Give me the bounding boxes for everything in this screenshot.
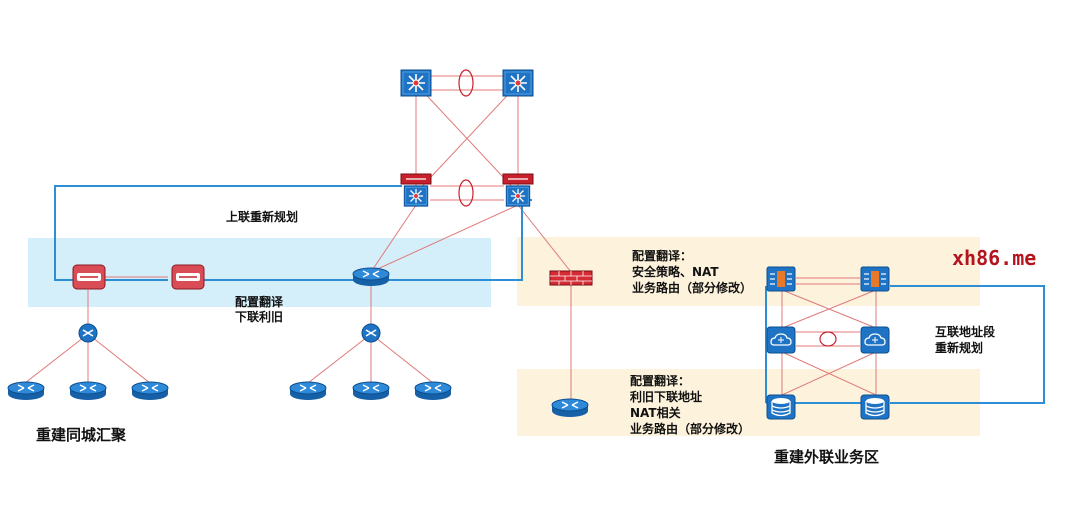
core-switch-icon [400,69,432,97]
router-icon [352,267,390,287]
cloud-switch-icon [860,326,890,354]
server-firewall-icon [860,266,890,292]
router-icon [414,381,452,401]
config-translate-right-top-line-3: 业务路由（部分修改） [632,281,753,295]
storage-icon [766,394,796,420]
stack-link-oval-middle [458,179,474,207]
core-switch-icon [502,69,534,97]
router-icon [289,381,327,401]
server-firewall-icon [766,266,796,292]
core-switch-icon [505,185,531,207]
interconnect-line-2: 重新规划 [935,341,984,355]
config-translate-right-bottom-line-1: 配置翻译： [630,374,691,388]
hub-icon [78,323,98,343]
watermark: xh86.me [952,246,1037,270]
config-translate-right-bottom-line-4: 业务路由（部分修改） [630,422,751,436]
stack-link-oval-right [819,331,837,347]
interconnect-line-1: 互联地址段 [935,325,996,339]
firewall-module-icon [400,173,432,185]
rebuild-metro-title: 重建同城汇聚 [36,426,127,444]
firewall-module-icon [502,173,534,185]
red-links [24,75,877,400]
core-switch-icon [403,185,429,207]
stack-link-oval-top [458,69,474,97]
router-icon [131,381,169,401]
aggregation-router-icon [72,264,106,290]
config-translate-left-line-2: 下联利旧 [235,310,284,324]
router-icon [7,381,45,401]
rebuild-external-title: 重建外联业务区 [774,448,880,466]
config-translate-right-top-line-2: 安全策略、NAT [632,265,719,279]
storage-icon [860,394,890,420]
uplink-replan-label: 上联重新规划 [226,210,299,224]
config-translate-right-top-line-1: 配置翻译： [632,249,693,263]
router-icon [352,381,390,401]
router-icon [69,381,107,401]
config-translate-right-bottom-line-3: NAT相关 [630,406,681,420]
config-translate-right-bottom-line-2: 利旧下联地址 [630,390,703,404]
firewall-icon [549,270,593,286]
external-zone-background-top [517,237,980,306]
config-translate-left-line-1: 配置翻译 [235,295,284,309]
hub-icon [361,323,381,343]
cloud-switch-icon [766,326,796,354]
router-icon [551,398,589,418]
aggregation-router-icon [171,264,205,290]
